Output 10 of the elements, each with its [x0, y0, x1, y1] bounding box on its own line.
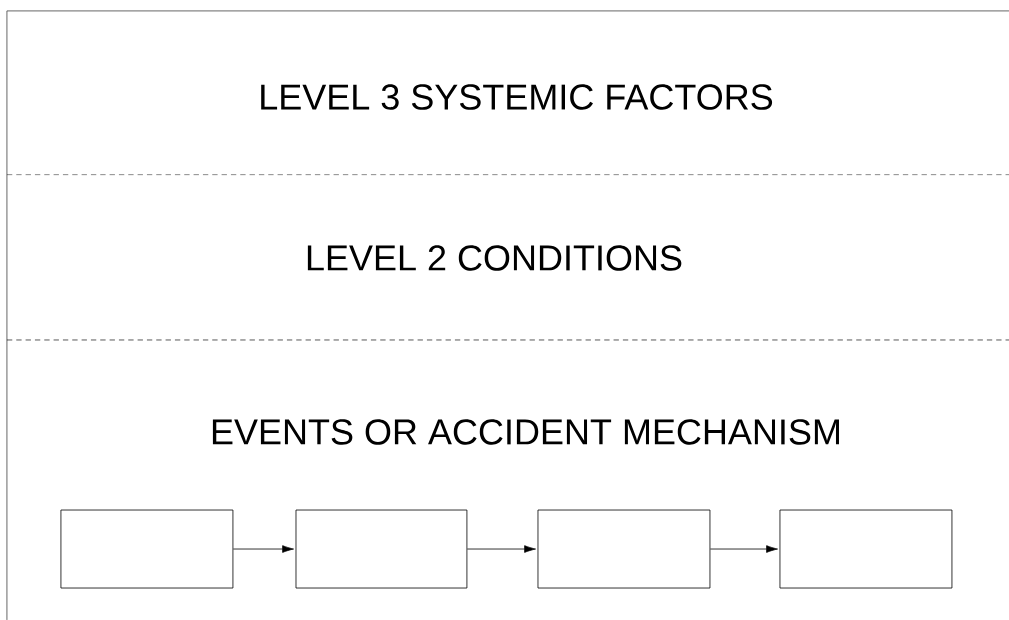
level-heading: LEVEL 2 CONDITIONS — [307, 245, 682, 271]
arrow — [709, 545, 778, 553]
arrow — [232, 545, 294, 553]
level-heading: EVENTS OR ACCIDENT MECHANISM — [212, 419, 839, 445]
event-box — [295, 509, 468, 589]
event-box — [537, 509, 711, 589]
event-box — [779, 509, 953, 589]
arrow — [466, 545, 536, 553]
level-heading: LEVEL 3 SYSTEMIC FACTORS — [261, 84, 773, 110]
event-box — [60, 509, 234, 589]
